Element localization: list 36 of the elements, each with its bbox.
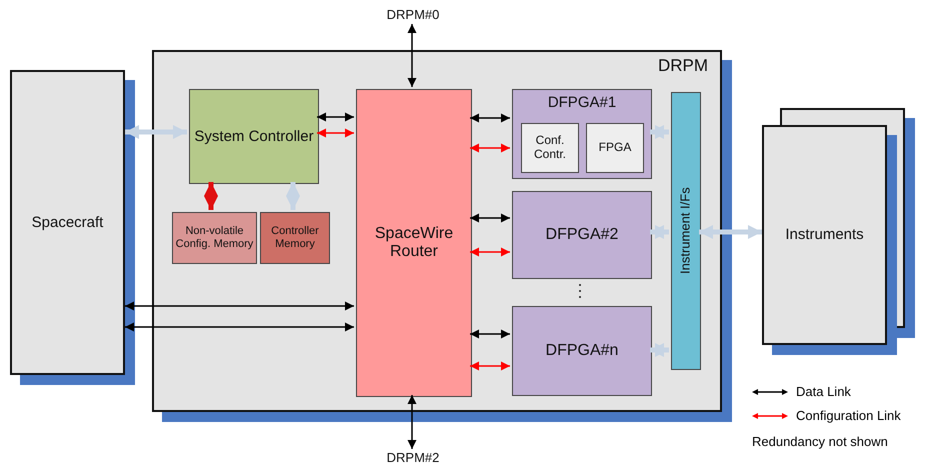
memory-box: Controller Memory bbox=[260, 212, 330, 264]
double-arrow bbox=[317, 128, 354, 138]
port-label: DRPM#0 bbox=[378, 6, 448, 24]
fpga-module-box: DFPGA#2 bbox=[512, 191, 652, 279]
double-arrow bbox=[470, 144, 510, 152]
fpga-box: FPGA bbox=[586, 123, 644, 173]
double-arrow bbox=[125, 322, 354, 332]
legend-label: Data Link bbox=[796, 384, 851, 399]
interface-bar: Instrument I/Fs bbox=[671, 92, 701, 370]
double-arrow bbox=[470, 248, 510, 256]
port-label: DRPM#2 bbox=[378, 449, 448, 467]
controller-box: Conf. Contr. bbox=[521, 123, 579, 173]
double-arrow bbox=[650, 225, 669, 239]
double-arrow bbox=[470, 362, 510, 370]
note: Redundancy not shown bbox=[752, 434, 888, 449]
router-box: SpaceWire Router bbox=[356, 89, 472, 397]
group-title: DFPGA#1 bbox=[546, 94, 618, 112]
fpga-module-box bbox=[512, 89, 652, 179]
fpga-module-box: DFPGA#n bbox=[512, 306, 652, 396]
legend-label: Configuration Link bbox=[796, 408, 901, 423]
double-arrow bbox=[699, 225, 762, 239]
double-arrow bbox=[408, 395, 416, 449]
double-arrow bbox=[317, 112, 354, 122]
group-title: DRPM bbox=[658, 56, 708, 76]
controller-box: System Controller bbox=[189, 89, 319, 184]
memory-box: Non-volatile Config. Memory bbox=[172, 212, 257, 264]
double-arrow bbox=[408, 24, 416, 87]
double-arrow bbox=[125, 125, 187, 139]
double-arrow bbox=[470, 214, 510, 222]
double-arrow bbox=[470, 330, 510, 338]
double-arrow bbox=[650, 125, 669, 139]
double-arrow bbox=[470, 114, 510, 122]
double-arrow bbox=[204, 182, 218, 210]
double-arrow bbox=[650, 343, 669, 357]
double-arrow bbox=[286, 182, 300, 210]
double-arrow bbox=[125, 302, 354, 310]
